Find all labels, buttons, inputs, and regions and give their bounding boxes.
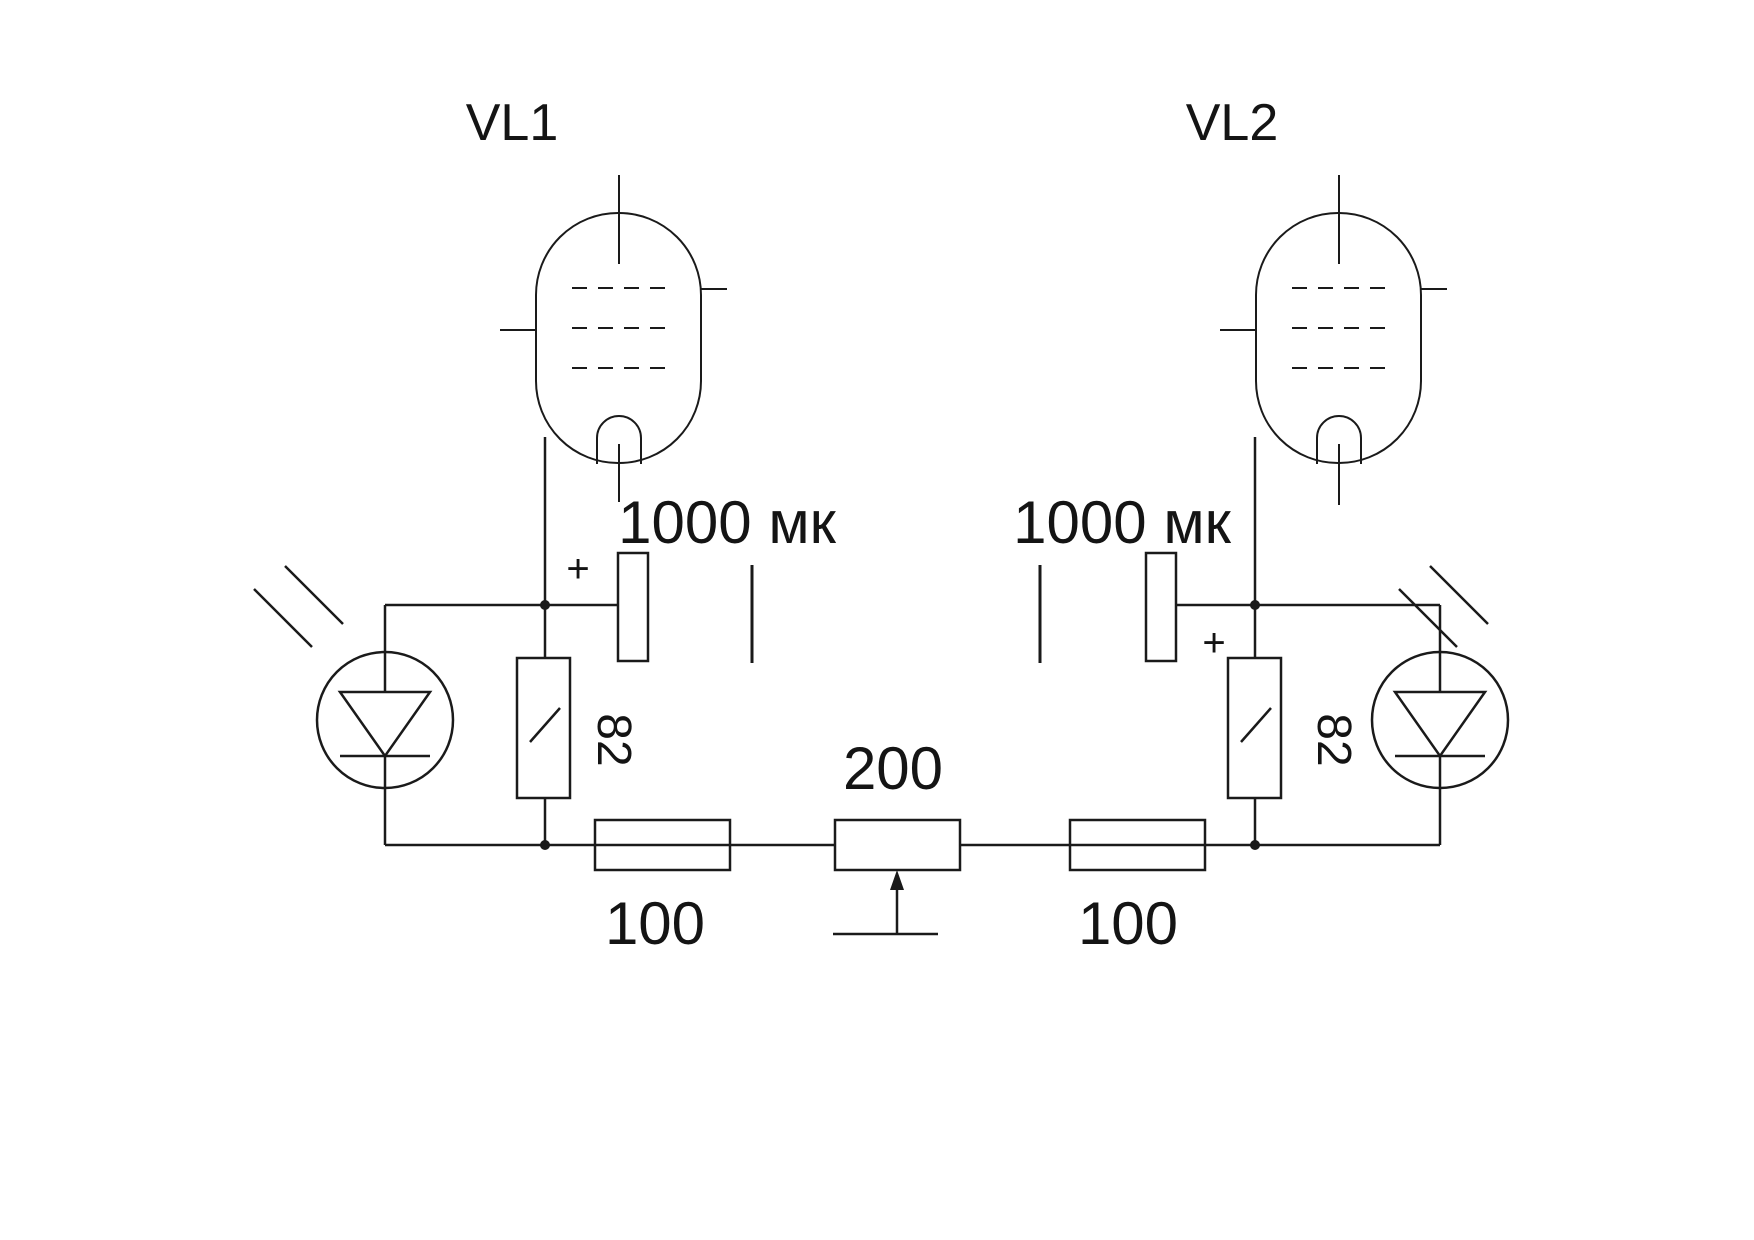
potentiometer-body [833, 818, 962, 872]
resistor-body [1226, 656, 1283, 800]
emission-arrow-icon [253, 588, 313, 648]
led-right [1370, 565, 1510, 790]
wiper-arrow-icon [890, 870, 904, 890]
emission-arrow-icon [284, 565, 344, 625]
potentiometer-200 [833, 818, 962, 936]
emission-arrow-icon [1398, 588, 1458, 648]
led-circle-icon [1370, 650, 1510, 790]
resistor-82-left-value-label: 82 [587, 713, 640, 766]
junctions [540, 600, 1260, 850]
resistor-100-right [1068, 818, 1207, 872]
electrolytic-capacitor-left [616, 551, 754, 663]
resistor-100-left [593, 818, 732, 872]
labels: VL1 VL2 1000 мк 1000 мк + + 82 82 200 10… [466, 94, 1360, 957]
vacuum-tube-vl2 [1220, 175, 1447, 505]
potentiometer-value-label: 200 [843, 735, 943, 802]
polarity-plus-left: + [566, 547, 589, 591]
cap-left-value-label: 1000 мк [618, 489, 836, 556]
power-rating-slash [529, 707, 561, 743]
electrolytic-capacitor-right [1038, 551, 1178, 663]
led-left [253, 565, 455, 790]
vacuum-tube-vl1 [500, 175, 727, 502]
polarity-plus-right: + [1202, 621, 1225, 665]
cathode-arch-icon [596, 415, 642, 464]
cap-right-value-label: 1000 мк [1013, 489, 1231, 556]
tube-left-label: VL1 [466, 94, 559, 152]
capacitor-plate-rect-icon [616, 551, 650, 663]
resistor-82-right-value-label: 82 [1307, 713, 1360, 766]
junction-dot [1250, 840, 1260, 850]
diode-triangle-icon [1392, 690, 1488, 759]
resistor-82-right [1226, 656, 1283, 800]
junction-dot [1250, 600, 1260, 610]
junction-dot [540, 600, 550, 610]
resistor-100-right-value-label: 100 [1078, 890, 1178, 957]
resistor-body [1068, 818, 1207, 872]
resistor-100-left-value-label: 100 [605, 890, 705, 957]
cathode-arch-icon [1316, 415, 1362, 464]
junction-dot [540, 840, 550, 850]
resistor-body [593, 818, 732, 872]
led-circle-icon [315, 650, 455, 790]
capacitor-plate-rect-icon [1144, 551, 1178, 663]
resistor-82-left [515, 656, 572, 800]
diode-triangle-icon [337, 690, 433, 759]
emission-arrow-icon [1429, 565, 1489, 625]
power-rating-slash [1240, 707, 1272, 743]
tube-right-label: VL2 [1186, 94, 1279, 152]
